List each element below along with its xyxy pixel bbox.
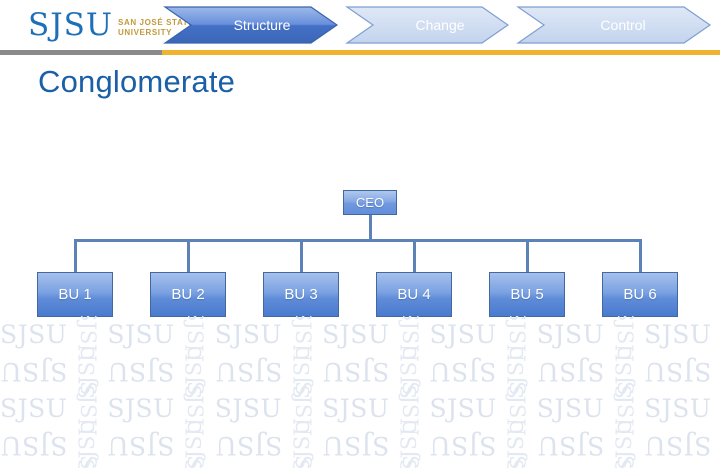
watermark-text-rotated: SJSU xyxy=(612,381,637,436)
watermark-text-rotated: SJSU xyxy=(505,381,530,436)
chevron-control xyxy=(516,6,712,44)
watermark-text-rotated: SJSU xyxy=(396,344,421,399)
watermark-text: SJSU xyxy=(429,394,497,423)
chevron-change xyxy=(345,6,510,44)
watermark-text: SJSU xyxy=(214,357,283,386)
watermark-text-rotated: SJSU xyxy=(183,381,208,436)
process-chevrons: Structure Change Control xyxy=(163,6,712,44)
connector-horizontal xyxy=(73,239,642,242)
watermark-text: SJSU xyxy=(429,431,497,460)
watermark-text: SJSU xyxy=(214,431,283,460)
connector-stub-4 xyxy=(412,239,416,273)
watermark-row: SJSUSJSUSJSUSJSUSJSUSJSUSJSUSJSUSJSUSJSU… xyxy=(0,455,720,468)
watermark-text: SJSU xyxy=(0,320,68,349)
watermark-text: SJSU xyxy=(536,357,605,386)
watermark-text-rotated: SJSU xyxy=(396,418,421,468)
watermark-text: SJSU xyxy=(0,431,68,460)
watermark-text-rotated: SJSU xyxy=(75,316,100,362)
watermark-text: SJSU xyxy=(536,394,605,423)
watermark-text-rotated: SJSU xyxy=(289,344,314,399)
watermark-text: SJSU xyxy=(644,431,712,460)
watermark-text: SJSU xyxy=(536,320,605,349)
chevron-change-label: Change xyxy=(415,17,464,33)
connector-stub-2 xyxy=(186,239,190,273)
watermark-text-rotated: SJSU xyxy=(74,344,99,399)
org-node-bu1: BU 1 xyxy=(37,272,113,317)
watermark-text: SJSU xyxy=(0,357,68,386)
watermark-text: SJSU xyxy=(322,394,390,423)
connector-stub-5 xyxy=(525,239,529,273)
sjsu-wordmark: SJSU xyxy=(28,7,114,43)
connector-stub-3 xyxy=(299,239,303,273)
watermark-text-rotated: SJSU xyxy=(290,316,315,362)
header-rule-gold xyxy=(162,50,720,55)
watermark-text: SJSU xyxy=(107,431,175,460)
watermark-text-rotated: SJSU xyxy=(74,418,99,468)
watermark-text: SJSU xyxy=(644,394,712,423)
connector-stub-6 xyxy=(638,239,642,273)
connector-ceo-drop xyxy=(368,214,372,241)
watermark-text: SJSU xyxy=(107,357,175,386)
watermark-text-rotated: SJSU xyxy=(182,344,207,399)
watermark-text: SJSU xyxy=(536,431,605,460)
watermark-text: SJSU xyxy=(107,320,175,349)
watermark-text-rotated: SJSU xyxy=(290,381,315,436)
logo-line1: SAN JOSÉ STATE xyxy=(118,17,195,27)
header-rule-gray xyxy=(0,50,162,55)
watermark-text-rotated: SJSU xyxy=(504,418,529,468)
sjsu-logo: SJSU SAN JOSÉ STATE UNIVERSITY xyxy=(28,10,194,41)
watermark-text: SJSU xyxy=(644,357,712,386)
org-node-ceo: CEO xyxy=(343,190,397,215)
org-node-bu2: BU 2 xyxy=(150,272,226,317)
watermark-text: SJSU xyxy=(322,431,390,460)
chevron-control-label: Control xyxy=(600,17,645,33)
watermark-text-rotated: SJSU xyxy=(289,418,314,468)
watermark-text: SJSU xyxy=(322,357,390,386)
watermark-text-rotated: SJSU xyxy=(397,381,422,436)
watermark-text: SJSU xyxy=(429,320,497,349)
watermark-text-rotated: SJSU xyxy=(505,316,530,362)
org-node-bu5: BU 5 xyxy=(489,272,565,317)
watermark-text: SJSU xyxy=(214,320,283,349)
watermark-text: SJSU xyxy=(429,357,497,386)
watermark-text-rotated: SJSU xyxy=(611,344,636,399)
watermark-text-rotated: SJSU xyxy=(182,418,207,468)
org-node-bu3: BU 3 xyxy=(263,272,339,317)
connector-stub-1 xyxy=(73,239,77,273)
watermark-text-rotated: SJSU xyxy=(397,316,422,362)
watermark-text-rotated: SJSU xyxy=(183,316,208,362)
sjsu-logo-subtitle: SAN JOSÉ STATE UNIVERSITY xyxy=(118,18,194,38)
chevron-structure xyxy=(163,6,339,44)
chevron-structure-label: Structure xyxy=(234,17,291,33)
slide-title: Conglomerate xyxy=(38,64,236,99)
watermark-text: SJSU xyxy=(322,320,390,349)
logo-line2: UNIVERSITY xyxy=(118,27,173,37)
watermark-text: SJSU xyxy=(0,394,68,423)
watermark-text: SJSU xyxy=(214,394,283,423)
watermark-text: SJSU xyxy=(644,320,712,349)
watermark-text-rotated: SJSU xyxy=(612,316,637,362)
watermark-text-rotated: SJSU xyxy=(611,418,636,468)
watermark-text-rotated: SJSU xyxy=(504,344,529,399)
org-node-bu6: BU 6 xyxy=(602,272,678,317)
org-node-bu4: BU 4 xyxy=(376,272,452,317)
watermark-text: SJSU xyxy=(107,394,175,423)
watermark-text-rotated: SJSU xyxy=(75,381,100,436)
